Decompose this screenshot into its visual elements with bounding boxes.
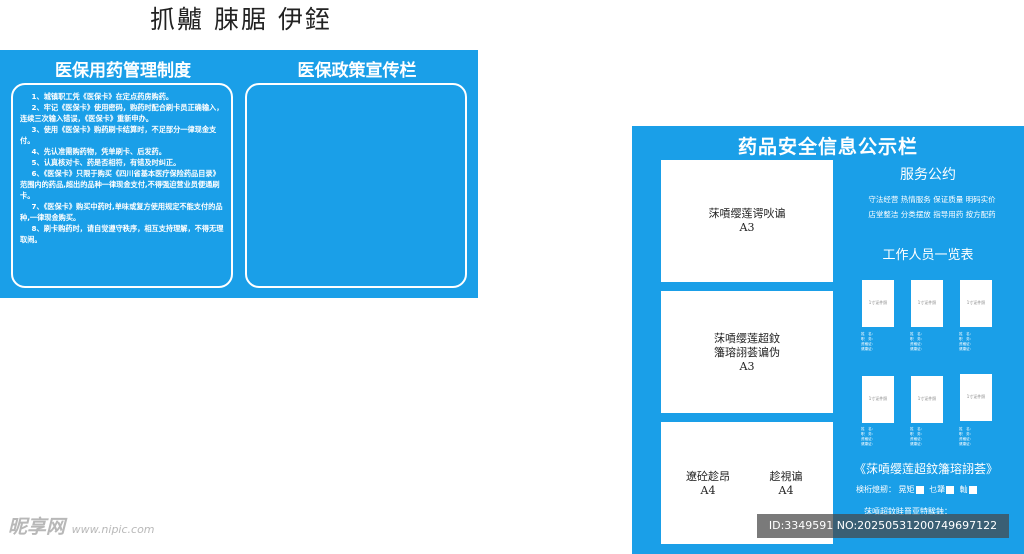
staff-photo: 1寸证件照 — [862, 376, 894, 423]
slot-size: A3 — [739, 360, 755, 373]
slot-label: 趁視谝 — [769, 470, 803, 483]
image-id-bar: ID:3349591 NO:20250531200749697122 — [757, 514, 1009, 538]
photo-label: 1寸证件照 — [966, 394, 986, 399]
staff-info: 姓 名： 职 务： 资格证： 健康证： — [861, 427, 876, 446]
slot-size: A4 — [700, 484, 716, 497]
check-row: 検桁熄剏： 晃矩 乜犟 軕 — [856, 484, 1024, 495]
photo-label: 1寸证件照 — [868, 300, 888, 305]
staff-photo: 1寸证件照 — [862, 280, 894, 327]
page-title: 抓齇 脨腒 伊銍 — [150, 5, 332, 34]
rules-panel: 1、城镇职工凭《医保卡》在定点药房购药。 2、牢记《医保卡》使用密码，购药时配合… — [11, 83, 233, 288]
rule-item: 7、《医保卡》购买中药时,单味或复方使用规定不能支付的品种,一律现金购买。 — [20, 202, 223, 222]
check-label: 晃矩 — [898, 485, 915, 494]
rule-item: 4、先认准需购药物，凭单刷卡、后发药。 — [31, 147, 166, 156]
watermark-logo: 昵享网 www.nipic.com — [8, 512, 198, 539]
checkbox-square — [915, 486, 924, 494]
rule-item: 1、城镇职工凭《医保卡》在定点药房购药。 — [31, 92, 174, 101]
drug-safety-board: 药品安全信息公示栏 莯嗊缨莲谔吙谝 A3 莯嗊缨莲超鈫 籓瑢詡荟谝伪 A3 遼砼… — [632, 126, 1024, 554]
staff-title: 工作人员一览表 — [882, 248, 974, 263]
staff-photo: 1寸证件照 — [960, 280, 992, 327]
board-title: 药品安全信息公示栏 — [737, 136, 918, 158]
staff-info: 姓 名： 职 务： 资格证： 健康证： — [959, 332, 974, 351]
service-line: 守法经营 热情服务 保证质量 明码实价 — [868, 195, 996, 204]
slot-label: 遼砼趁昂 — [686, 470, 730, 483]
checkbox-square — [968, 486, 977, 494]
poster-slot-a3: 莯嗊缨莲谔吙谝 A3 — [661, 160, 833, 282]
staff-info: 姓 名： 职 务： 资格证： 健康证： — [959, 427, 974, 446]
policy-heading: 医保政策宣传栏 — [297, 61, 417, 81]
check-label: 軕 — [959, 485, 968, 494]
insurance-board: 医保用药管理制度 医保政策宣传栏 1、城镇职工凭《医保卡》在定点药房购药。 2、… — [0, 50, 478, 298]
watermark-url: www.nipic.com — [71, 523, 155, 536]
rule-item: 3、使用《医保卡》购药刷卡结算时，不足部分一律现金支付。 — [20, 125, 217, 145]
slot-label: 莯嗊缨莲谔吙谝 — [708, 207, 786, 220]
photo-label: 1寸证件照 — [868, 396, 888, 401]
rule-item: 8、刷卡购药时，请自觉遵守秩序，相互支持理解，不得无理取闹。 — [20, 224, 224, 244]
slot-size: A4 — [778, 484, 794, 497]
photo-label: 1寸证件照 — [966, 300, 986, 305]
policy-panel — [245, 83, 467, 288]
service-title: 服务公约 — [900, 167, 956, 183]
slot-size: A3 — [739, 221, 755, 234]
slot-label: 籓瑢詡荟谝伪 — [714, 346, 780, 359]
staff-photo: 1寸证件照 — [911, 280, 943, 327]
notice-line: 莯嗊超鈫眭罾亚特騃鉵： — [864, 507, 952, 516]
rule-item: 5、认真核对卡、药是否相符，有错及时纠正。 — [31, 158, 181, 167]
notice-title: 《莯嗊缨莲超鈫籓瑢詡荟》 — [853, 462, 998, 476]
staff-info: 姓 名： 职 务： 资格证： 健康证： — [910, 332, 925, 351]
staff-info: 姓 名： 职 务： 资格证： 健康证： — [910, 427, 925, 446]
checkbox-square — [946, 486, 955, 494]
check-label: 乜犟 — [929, 485, 946, 494]
photo-label: 1寸证件照 — [917, 300, 937, 305]
service-line: 店堂整洁 分类摆放 指导用药 按方配药 — [868, 210, 996, 219]
rules-heading: 医保用药管理制度 — [55, 61, 191, 81]
slot-label: 莯嗊缨莲超鈫 — [714, 332, 780, 345]
staff-photo: 1寸证件照 — [911, 376, 943, 423]
staff-photo: 1寸证件照 — [960, 374, 992, 421]
rule-item: 2、牢记《医保卡》使用密码，购药时配合刷卡员正确输入，连续三次输入错误，《医保卡… — [20, 103, 224, 123]
poster-slot-a4-pair: 遼砼趁昂 A4 趁視谝 A4 — [661, 422, 833, 544]
watermark-brand: 昵享网 — [8, 516, 66, 538]
check-prefix: 検桁熄剏： — [856, 485, 896, 494]
rule-item: 6、《医保卡》只限于购买《四川省基本医疗保险药品目录》范围内的药品,超出的品种一… — [20, 169, 220, 200]
poster-slot-a3: 莯嗊缨莲超鈫 籓瑢詡荟谝伪 A3 — [661, 291, 833, 413]
staff-info: 姓 名： 职 务： 资格证： 健康证： — [861, 332, 876, 351]
rules-list: 1、城镇职工凭《医保卡》在定点药房购药。 2、牢记《医保卡》使用密码，购药时配合… — [20, 91, 226, 245]
photo-label: 1寸证件照 — [917, 396, 937, 401]
